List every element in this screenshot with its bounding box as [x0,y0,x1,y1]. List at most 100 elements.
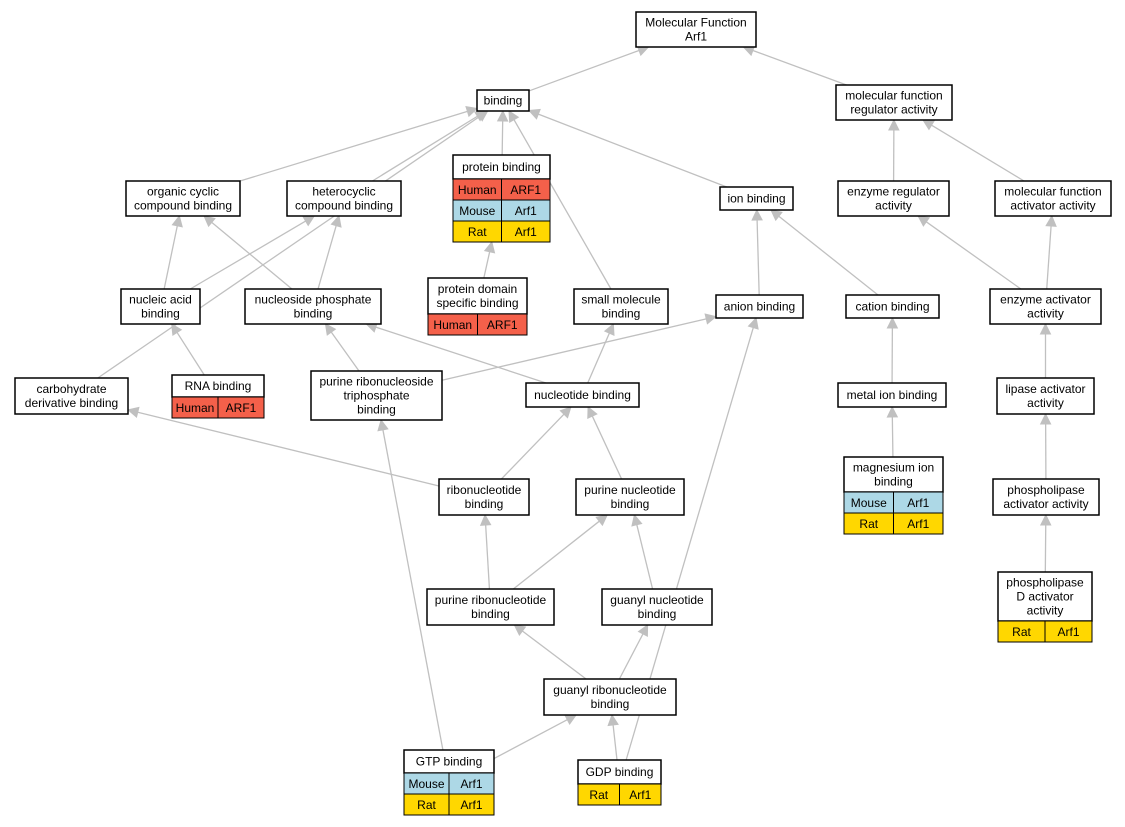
node-box [438,478,530,516]
gene-label: ARF1 [226,401,257,415]
node-box [120,288,201,325]
arrowhead [496,109,509,122]
arrowhead [917,215,931,227]
node-box [125,180,241,217]
node-box [837,180,950,217]
edge-line [176,332,205,376]
arrowhead [559,406,572,419]
arrowhead [508,110,520,123]
go-term-node-catb[interactable]: cation binding [845,294,940,319]
node-label-line: purine ribonucleotide [435,593,547,607]
edge-era-to-mfra [888,118,900,182]
node-box [992,478,1100,516]
species-label: Mouse [408,777,444,791]
edge-rnab-to-nab [171,323,205,376]
edge-pldaa-to-plaa [1039,513,1052,573]
node-label-line: binding [611,497,650,511]
species-label: Mouse [459,204,495,218]
arrowhead [126,406,140,418]
species-label: Rat [589,788,608,802]
node-label-line: binding [357,403,396,417]
go-term-node-anb[interactable]: anion binding [715,294,804,319]
go-term-node-ntb[interactable]: nucleotide binding [525,382,640,408]
node-label-line: D activator [1016,590,1073,604]
node-box [286,180,402,217]
node-box [452,154,551,180]
gene-label: Arf1 [907,496,929,510]
edge-line [512,520,600,590]
node-box [573,288,669,325]
edge-line [382,429,444,751]
node-label-line: GTP binding [416,755,483,769]
node-box [310,370,443,421]
edge-line [500,413,565,480]
edge-rnb-to-cdb [126,406,440,487]
node-box [601,588,713,626]
node-label-line: metal ion binding [847,388,938,402]
edge-line [931,124,1025,182]
arrowhead [302,215,316,227]
arrowhead [203,215,216,228]
edge-mgb-to-mib [886,405,899,458]
node-label-line: heterocyclic [312,185,375,199]
edge-line [97,116,480,379]
arrowhead [770,209,783,222]
node-label-line: derivative binding [25,396,118,410]
edge-line [528,49,640,92]
edge-line [239,110,468,182]
node-label-line: purine ribonucleoside [319,375,433,389]
node-box [989,288,1102,325]
arrowhead [631,513,643,527]
node-label-line: anion binding [724,300,795,314]
edge-cdb-to-binding [97,110,489,379]
go-term-node-ionb[interactable]: ion binding [719,186,794,211]
arrowhead [704,313,718,325]
edge-laa-to-eaa [1039,322,1052,378]
go-term-node-binding[interactable]: binding [476,89,530,112]
go-term-node-mib[interactable]: metal ion binding [837,382,947,408]
gene-cell [893,512,944,535]
edge-prtb-to-npb [324,323,360,372]
arrowhead [171,323,183,336]
edge-nab-to-hcb [189,215,316,290]
edge-anb-to-ionb [751,208,763,296]
edge-pdsb-to-pb [483,240,496,279]
node-box [843,456,944,493]
edge-line [752,49,847,86]
edge-line [372,115,478,182]
arrowhead [751,208,763,221]
arrowhead [479,513,492,526]
species-label: Mouse [851,496,887,510]
edge-ocb-to-binding [239,105,479,182]
node-label-line: carbohydrate [36,382,106,396]
node-label-line: molecular function [1004,185,1101,199]
node-label-line: compound binding [295,199,393,213]
node-box [845,294,940,319]
